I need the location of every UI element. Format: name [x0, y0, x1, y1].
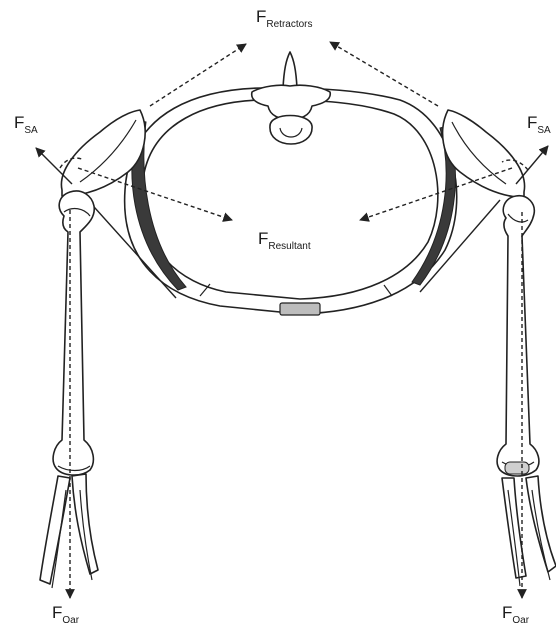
- humerus-left: [53, 191, 94, 475]
- arrow-sa-right: [516, 146, 548, 184]
- label-sa-left: FSA: [14, 113, 38, 136]
- spinous-process: [283, 52, 297, 88]
- vertebral-body: [270, 116, 312, 145]
- label-oar-right: FOar: [502, 603, 530, 626]
- ulna-right: [526, 476, 556, 572]
- arm-left: [40, 191, 98, 588]
- label-sa-right: FSA: [527, 113, 551, 136]
- elbow-shading-right: [505, 462, 529, 474]
- humerus-right: [497, 196, 539, 476]
- label-retractors: FRetractors: [256, 7, 313, 30]
- label-oar-left: FOar: [52, 603, 80, 626]
- sternum: [280, 303, 320, 315]
- ulna-left: [72, 474, 98, 574]
- arm-right: [497, 196, 556, 586]
